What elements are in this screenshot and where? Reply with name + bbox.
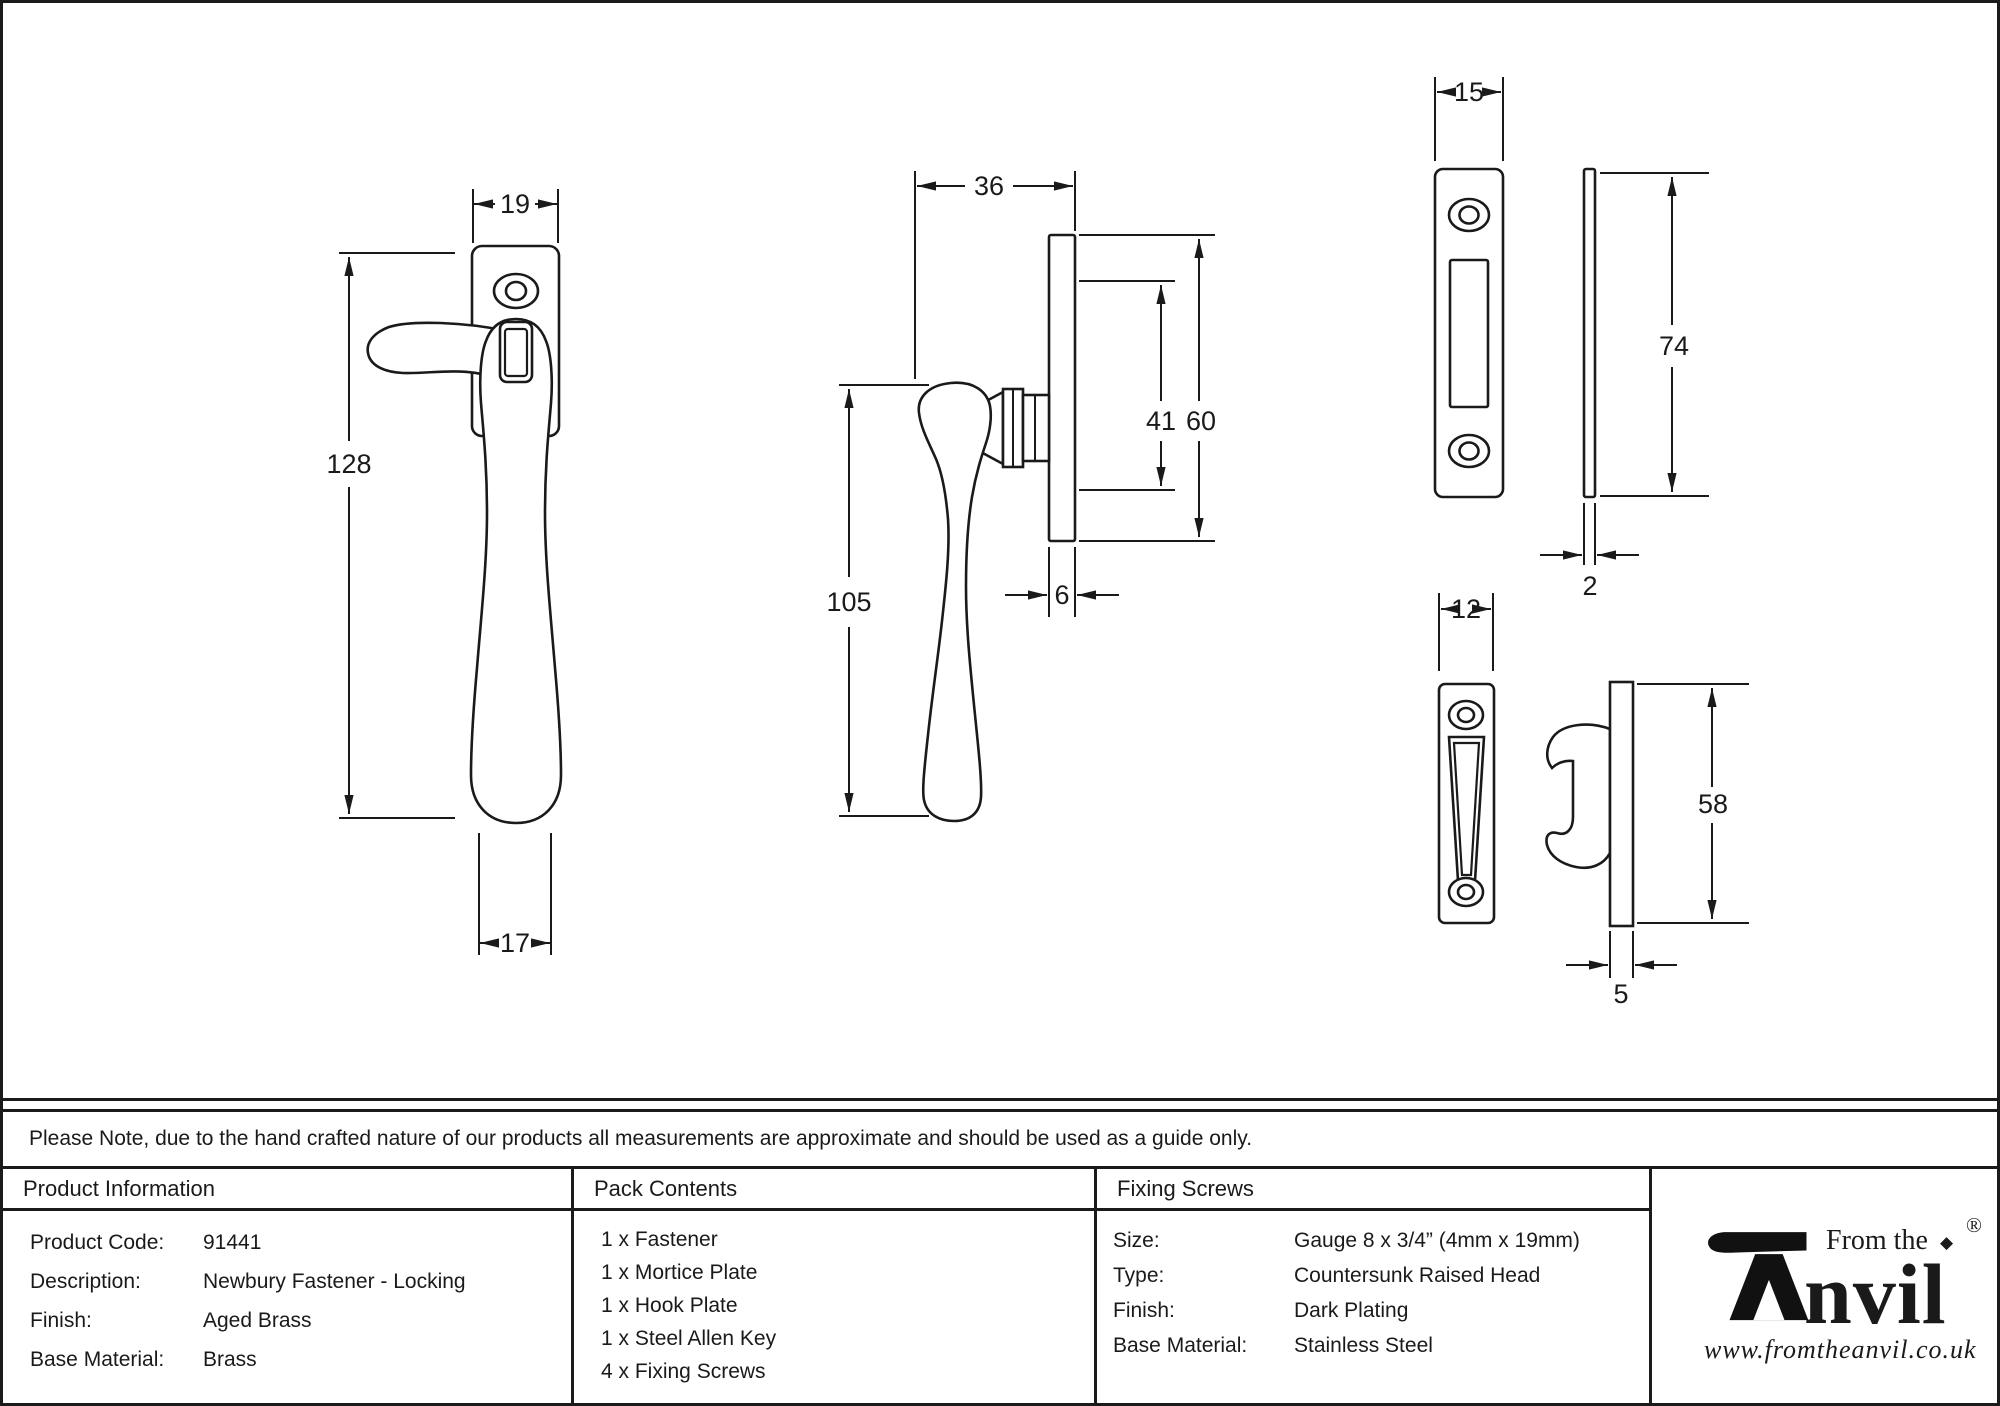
mortice-slot <box>1448 258 1490 409</box>
screw-finish-row: Finish: Dark Plating <box>1097 1293 1649 1328</box>
screw-size-row: Size: Gauge 8 x 3/4” (4mm x 19mm) <box>1097 1223 1649 1258</box>
dim-label-hook-height: 58 <box>1698 789 1728 819</box>
dim-label-front-width: 19 <box>500 189 530 219</box>
side-handle <box>917 381 993 823</box>
base-material-value: Brass <box>203 1347 257 1371</box>
fastener-side-view-drawing: 36 105 41 60 <box>826 171 1216 823</box>
screw-finish-value: Dark Plating <box>1294 1298 1409 1322</box>
screw-base-material-label: Base Material: <box>1113 1333 1248 1357</box>
fixing-screws-title: Fixing Screws <box>1117 1175 1254 1201</box>
dim-label-front-handle-width: 17 <box>500 928 530 958</box>
product-code-label: Product Code: <box>30 1230 165 1254</box>
pack-item: 1 x Hook Plate <box>574 1289 1094 1322</box>
screw-base-material-row: Base Material: Stainless Steel <box>1097 1328 1649 1363</box>
pack-contents-column: Pack Contents 1 x Fastener 1 x Mortice P… <box>571 1169 1094 1403</box>
dim-label-hook-thickness: 5 <box>1613 979 1628 1009</box>
finish-row: Finish: Aged Brass <box>3 1301 571 1340</box>
fastener-front-view-drawing: 19 128 17 <box>326 189 563 958</box>
dim-label-side-plate-thickness: 6 <box>1054 580 1069 610</box>
measurement-note: Please Note, due to the hand crafted nat… <box>3 1109 1997 1169</box>
pack-item-fastener: 1 x Fastener <box>601 1227 718 1251</box>
pack-item-hook-plate: 1 x Hook Plate <box>601 1293 738 1317</box>
description-label: Description: <box>30 1269 141 1293</box>
pack-item-mortice-plate: 1 x Mortice Plate <box>601 1260 758 1284</box>
description-value: Newbury Fastener - Locking <box>203 1269 466 1293</box>
logo-word-text: nvil <box>1804 1246 1947 1342</box>
screw-type-row: Type: Countersunk Raised Head <box>1097 1258 1649 1293</box>
pack-item-allen-key: 1 x Steel Allen Key <box>601 1326 777 1350</box>
product-info-table: Product Information Product Code: 91441 … <box>3 1169 1997 1403</box>
brand-column: From the ◆ ® nvil www.fromtheanvil.co.uk <box>1649 1169 1997 1403</box>
front-thumb-lever <box>366 321 509 383</box>
registered-mark: ® <box>1966 1213 1982 1237</box>
dim-label-hook-width: 12 <box>1451 594 1481 624</box>
mortice-plate-side-outline <box>1582 167 1597 499</box>
dim-label-mortice-width: 15 <box>1454 77 1484 107</box>
screw-type-label: Type: <box>1113 1263 1165 1287</box>
pack-item: 1 x Fastener <box>574 1223 1094 1256</box>
product-information-header: Product Information <box>3 1169 571 1211</box>
screw-finish-label: Finish: <box>1113 1298 1175 1322</box>
logo-website-text: www.fromtheanvil.co.uk <box>1704 1335 1977 1364</box>
dim-label-mortice-height: 74 <box>1659 331 1689 361</box>
screw-type-value: Countersunk Raised Head <box>1294 1263 1541 1287</box>
hook-side-plate-outline <box>1608 680 1635 928</box>
screw-base-material-value: Stainless Steel <box>1294 1333 1433 1357</box>
pack-item: 1 x Steel Allen Key <box>574 1322 1094 1355</box>
front-handle <box>469 317 563 825</box>
screw-size-value: Gauge 8 x 3/4” (4mm x 19mm) <box>1294 1228 1580 1252</box>
dim-label-side-plate-height: 60 <box>1186 406 1216 436</box>
technical-drawing-svg: 19 128 17 <box>326 77 1749 1009</box>
logo-prefix-text: From the <box>1826 1225 1928 1256</box>
finish-value: Aged Brass <box>203 1308 312 1332</box>
dim-label-front-height: 128 <box>326 449 371 479</box>
pack-item: 4 x Fixing Screws <box>574 1355 1094 1388</box>
fixing-screws-body: Size: Gauge 8 x 3/4” (4mm x 19mm) Type: … <box>1097 1211 1649 1363</box>
product-information-body: Product Code: 91441 Description: Newbury… <box>3 1211 571 1379</box>
product-code-value: 91441 <box>203 1230 262 1254</box>
mortice-plate-drawing: 15 74 2 <box>1433 77 1709 601</box>
product-code-row: Product Code: 91441 <box>3 1223 571 1262</box>
technical-drawing-area: 19 128 17 <box>3 3 1997 1101</box>
finish-label: Finish: <box>30 1308 92 1332</box>
diamond-icon: ◆ <box>1940 1233 1954 1252</box>
product-information-column: Product Information Product Code: 91441 … <box>3 1169 571 1403</box>
base-material-label: Base Material: <box>30 1347 165 1371</box>
fixing-screws-header: Fixing Screws <box>1097 1169 1649 1211</box>
fixing-screws-column: Fixing Screws Size: Gauge 8 x 3/4” (4mm … <box>1094 1169 1649 1403</box>
hook-plate-drawing: 12 58 <box>1437 593 1749 1009</box>
pack-contents-header: Pack Contents <box>574 1169 1094 1211</box>
pack-contents-title: Pack Contents <box>594 1175 738 1201</box>
screw-size-label: Size: <box>1113 1228 1160 1252</box>
hook-side-hook <box>1545 723 1612 870</box>
dim-label-side-handle-length: 105 <box>826 587 871 617</box>
pack-item-fixing-screws: 4 x Fixing Screws <box>601 1359 766 1383</box>
from-the-anvil-logo: From the ◆ ® nvil www.fromtheanvil.co.uk <box>1674 1199 1984 1379</box>
description-row: Description: Newbury Fastener - Locking <box>3 1262 571 1301</box>
dim-label-mortice-thickness: 2 <box>1582 571 1597 601</box>
dim-label-side-fixing-centres: 41 <box>1146 406 1176 436</box>
side-backplate-outline <box>1047 233 1077 543</box>
measurement-note-text: Please Note, due to the hand crafted nat… <box>29 1127 1253 1150</box>
product-information-title: Product Information <box>23 1175 215 1201</box>
pack-contents-body: 1 x Fastener 1 x Mortice Plate 1 x Hook … <box>574 1211 1094 1388</box>
pack-item: 1 x Mortice Plate <box>574 1256 1094 1289</box>
anvil-icon <box>1708 1232 1809 1321</box>
base-material-row: Base Material: Brass <box>3 1340 571 1379</box>
dim-label-side-depth: 36 <box>974 171 1004 201</box>
